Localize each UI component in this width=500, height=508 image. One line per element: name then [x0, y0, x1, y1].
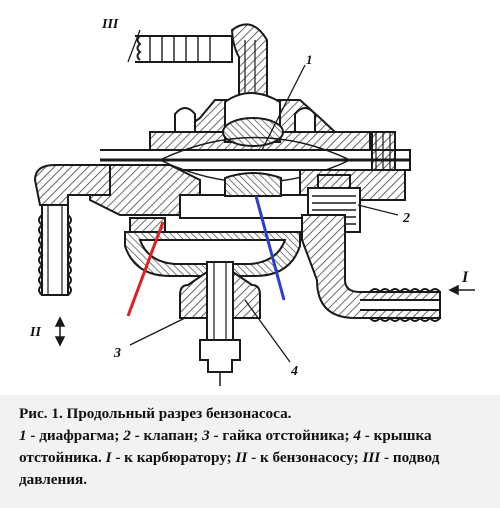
- label-3: 3: [113, 346, 121, 361]
- caption-num-4: 4: [353, 427, 361, 444]
- caption-text-III: - подвод давления.: [19, 449, 440, 488]
- pressure-inlet-fitting: [135, 23, 268, 115]
- label-2: 2: [402, 211, 410, 226]
- caption-num-1: 1: [19, 427, 27, 444]
- port-I-arrow: [448, 284, 475, 296]
- sediment-bowl: [124, 217, 301, 277]
- label-4: 4: [290, 364, 298, 379]
- caption-text-1: - диафрагма;: [26, 427, 124, 444]
- pump-top-cover: [149, 92, 396, 176]
- caption-num-III: III: [362, 449, 381, 466]
- caption-text-3: - гайка отстойника;: [209, 427, 354, 444]
- label-port-I: I: [461, 269, 469, 286]
- caption-num-2: 2: [123, 427, 131, 444]
- pump-outlet-fitting: [301, 214, 441, 322]
- caption-num-I: I: [105, 449, 112, 466]
- caption-text-II: - к бензонасосу;: [247, 449, 363, 466]
- blue-pointer-line: [254, 195, 286, 301]
- red-pointer-line: [126, 221, 165, 317]
- fuel-pump-cross-section-diagram: III 1 2 I II 3 4: [29, 17, 475, 386]
- pump-body: [89, 164, 406, 233]
- caption-num-II: II: [235, 449, 248, 466]
- label-port-III: III: [101, 17, 119, 32]
- caption-text-I: - к карбюратору;: [111, 449, 236, 466]
- caption-title: Рис. 1. Продольный разрез бензонасоса.: [19, 405, 292, 422]
- caption-text-2: - клапан;: [130, 427, 203, 444]
- caption-num-3: 3: [202, 427, 210, 444]
- sediment-nut: [179, 261, 261, 386]
- label-port-II: II: [29, 325, 41, 340]
- label-1: 1: [306, 52, 313, 67]
- pump-inlet-fitting: [33, 164, 111, 296]
- port-II-arrow: [54, 316, 66, 347]
- figure-caption: Рис. 1. Продольный разрез бензонасоса. 1…: [0, 395, 500, 508]
- leader-lines: [127, 29, 399, 363]
- caption-body: 1 - диафрагма; 2 - клапан; 3 - гайка отс…: [19, 425, 490, 491]
- caption-text-4: - крышка отстойника.: [19, 427, 432, 466]
